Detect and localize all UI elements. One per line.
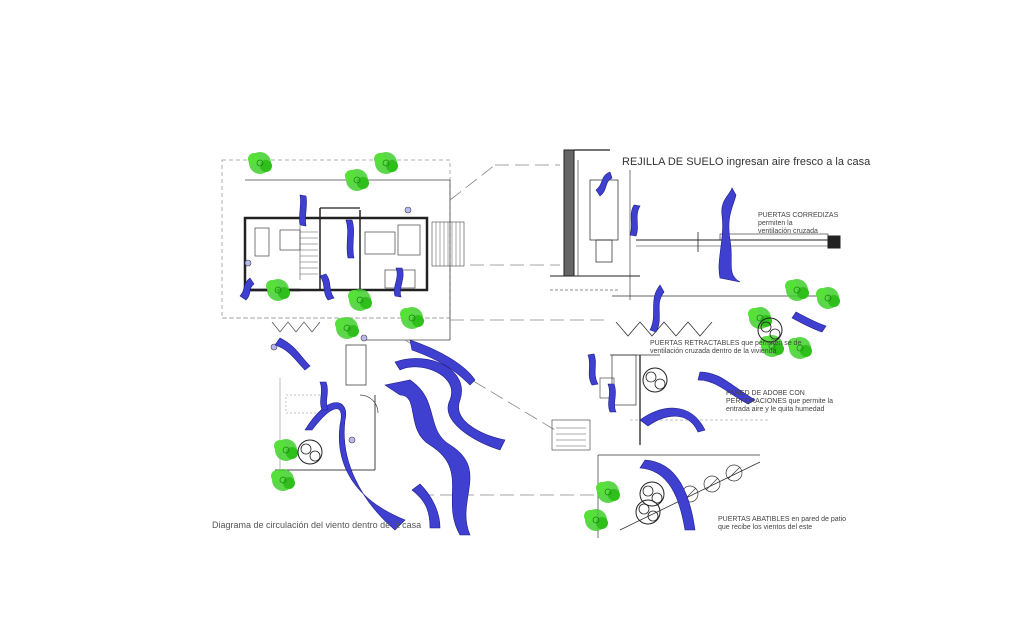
wind-arrow-icon: [394, 267, 404, 298]
wind-arrow-icon: [718, 187, 741, 283]
wind-arrow-icon: [411, 483, 441, 529]
retractables-line-2: ventilación cruzada dentro de la viviend…: [650, 348, 777, 356]
wind-arrow-icon: [345, 219, 355, 259]
adobe-line-2: PERFORACIONES que permite la: [726, 398, 833, 406]
wind-arrow-icon: [607, 383, 617, 413]
wind-arrow-icon: [319, 381, 329, 411]
wind-arrow-icon: [639, 459, 696, 531]
wind-arrow-icon: [394, 358, 506, 451]
wind-arrows: [239, 171, 827, 536]
corredizas-line-2: permiten la: [758, 220, 793, 228]
corredizas-label: PUERTAS CORREDIZAS permiten la ventilaci…: [758, 212, 838, 236]
wind-arrow-icon: [304, 402, 406, 531]
floor-plan-left: [221, 159, 465, 471]
corredizas-line-1: PUERTAS CORREDIZAS: [758, 212, 839, 219]
adobe-label: PARED DE ADOBE CON PERFORACIONES que per…: [726, 390, 833, 414]
abatibles-label: PUERTAS ABATIBLES en pared de patio que …: [718, 516, 846, 532]
rejilla-label: REJILLA DE SUELO ingresan aire fresco a …: [622, 156, 871, 168]
retractables-label: PUERTAS RETRACTABLES que permiten se de …: [650, 340, 801, 356]
wind-arrow-icon: [791, 311, 827, 333]
wind-arrow-icon: [629, 204, 641, 237]
wind-arrow-icon: [587, 353, 599, 386]
diagram-caption: Diagrama de circulación del viento dentr…: [212, 520, 422, 530]
wind-arrow-icon: [409, 339, 476, 386]
corredizas-line-3: ventilación cruzada: [758, 228, 818, 236]
wind-arrow-icon: [595, 171, 613, 197]
wind-arrow-icon: [697, 371, 756, 405]
wind-arrow-icon: [319, 273, 335, 301]
adobe-line-1: PARED DE ADOBE CON: [726, 390, 805, 397]
adobe-line-3: entrada aire y le quita humedad: [726, 406, 825, 414]
retractables-line-1: PUERTAS RETRACTABLES que permiten se de: [650, 340, 802, 347]
wind-arrow-icon: [384, 379, 471, 536]
abatibles-line-2: que recibe los vientos del este: [718, 524, 813, 532]
wind-arrow-icon: [299, 194, 307, 227]
abatibles-line-1: PUERTAS ABATIBLES en pared de patio: [718, 516, 847, 523]
wind-arrow-icon: [239, 277, 255, 301]
wind-arrow-icon: [639, 407, 706, 433]
wind-arrow-icon: [274, 337, 311, 371]
detail-section-top: [550, 149, 841, 300]
wind-arrow-icon: [649, 284, 665, 333]
